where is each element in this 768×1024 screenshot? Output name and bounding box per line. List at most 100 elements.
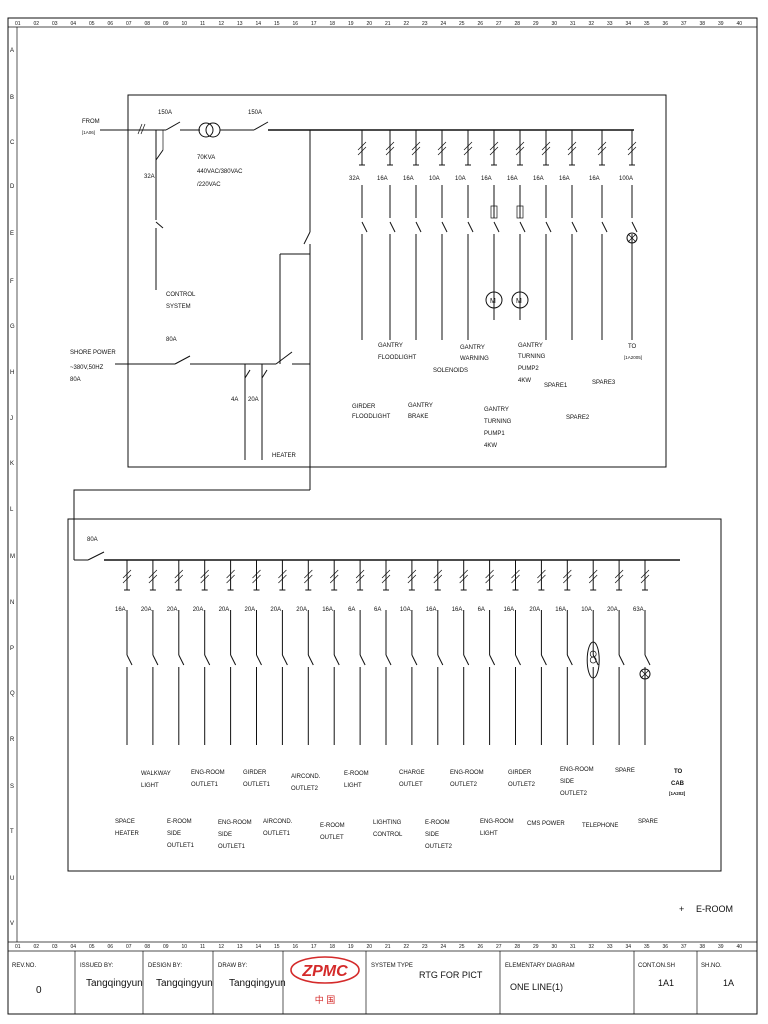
column-number: 27 — [496, 21, 502, 27]
column-number: 06 — [108, 944, 114, 950]
breaker-tick — [597, 146, 607, 156]
feeder-switch — [415, 221, 422, 233]
eng-room-outlet2-label-1: ENG-ROOM — [450, 770, 484, 776]
column-number: 36 — [663, 21, 669, 27]
walkway-light-label-2: LIGHT — [141, 783, 159, 789]
eng-room-outlet1-label-1: ENG-ROOM — [191, 770, 225, 776]
girder-floodlight-label-2: FLOODLIGHT — [352, 414, 391, 420]
breaker-tick — [329, 569, 339, 579]
feeder-rating: 100A — [619, 176, 633, 182]
transformer-primary-symbol — [198, 122, 214, 138]
to-cab-ref: [1A202] — [669, 791, 686, 796]
changeover-switch — [275, 351, 293, 365]
column-number: 30 — [552, 944, 558, 950]
motor-label: M — [516, 298, 522, 305]
column-number: 31 — [570, 944, 576, 950]
feeder-rating: 16A — [322, 607, 333, 613]
lower-panel-frame — [67, 518, 722, 872]
column-number: 32 — [589, 21, 595, 27]
feeder-switch — [204, 654, 211, 666]
spare-bottom-label: SPARE — [638, 819, 658, 825]
shore-power-line-2: ~380V,50HZ — [70, 365, 104, 371]
main-breaker-1-rating: 150A — [158, 110, 172, 116]
column-number: 38 — [700, 944, 706, 950]
breaker-tick — [463, 146, 473, 156]
column-number: 02 — [34, 21, 40, 27]
column-number: 33 — [607, 944, 613, 950]
cms-power-label: CMS POWER — [527, 821, 565, 827]
column-number: 20 — [367, 944, 373, 950]
elementary-diagram-value: ONE LINE(1) — [510, 982, 563, 992]
control-label-1: CONTROL — [166, 292, 196, 298]
column-number: 04 — [71, 21, 77, 27]
column-number: 28 — [515, 21, 521, 27]
breaker-tick — [627, 141, 637, 151]
breaker-tick — [329, 574, 339, 584]
sh-no-label: SH.NO. — [701, 963, 722, 969]
breaker-tick — [122, 574, 132, 584]
inter-panel-link — [73, 489, 310, 560]
eng-room-side-outlet1-label-3: OUTLET1 — [218, 844, 246, 850]
column-number: 18 — [330, 944, 336, 950]
row-letter: M — [10, 554, 15, 560]
breaker-tick — [357, 141, 367, 151]
column-number: 15 — [274, 21, 280, 27]
breaker-tick — [407, 574, 417, 584]
row-letter: H — [10, 370, 14, 376]
sub-breaker-4a-rating: 4A — [231, 397, 238, 403]
feeder-rating: 20A — [296, 607, 307, 613]
column-number: 34 — [626, 21, 632, 27]
column-number: 01 — [15, 21, 21, 27]
column-number: 38 — [700, 21, 706, 27]
aircond-outlet1-label-2: OUTLET1 — [263, 831, 291, 837]
location-marker: + — [679, 904, 684, 914]
breaker-tick — [355, 569, 365, 579]
eng-room-side-outlet2-label-3: OUTLET2 — [560, 791, 588, 797]
gantry-brake-label-1: GANTRY — [408, 403, 433, 409]
incomer-breaker-symbol — [87, 551, 105, 561]
girder-outlet2-label-2: OUTLET2 — [508, 782, 536, 788]
logo-ellipse — [290, 956, 360, 984]
column-number: 24 — [441, 21, 447, 27]
feeder-rating: 16A — [377, 176, 388, 182]
issued-by-value: Tangqingyun — [86, 978, 143, 989]
telephone-label: TELEPHONE — [582, 823, 618, 829]
feeder-rating: 20A — [529, 607, 540, 613]
feeder-switch — [281, 654, 288, 666]
breaker-tick — [385, 146, 395, 156]
cont-on-sh-value: 1A1 — [658, 978, 674, 988]
row-letter: D — [10, 184, 15, 190]
row-letter: N — [10, 600, 14, 606]
breaker-tick — [148, 574, 158, 584]
column-number: 40 — [737, 21, 743, 27]
feeder-rating: 20A — [167, 607, 178, 613]
transformer-line-3: /220VAC — [197, 182, 221, 188]
breaker-tick — [407, 569, 417, 579]
e-room-light-label-2: LIGHT — [344, 783, 362, 789]
girder-outlet1-label-2: OUTLET1 — [243, 782, 271, 788]
breaker-tick — [541, 141, 551, 151]
gantry-floodlight-label-2: FLOODLIGHT — [378, 355, 417, 361]
breaker-tick — [278, 574, 287, 584]
column-number: 28 — [515, 944, 521, 950]
e-room-side-outlet2-label-2: SIDE — [425, 832, 439, 838]
column-number: 25 — [459, 21, 465, 27]
column-number: 07 — [126, 21, 132, 27]
logo-subtext: 中 国 — [315, 994, 336, 1005]
column-number: 01 — [15, 944, 21, 950]
feeder-rating: 20A — [141, 607, 152, 613]
spare1-label: SPARE1 — [544, 383, 568, 389]
breaker-tick — [485, 569, 494, 579]
column-number: 13 — [237, 944, 243, 950]
column-number: 31 — [570, 21, 576, 27]
feeder-switch — [545, 221, 552, 233]
breaker-tick — [226, 569, 235, 579]
breaker-tick — [597, 141, 607, 151]
breaker-tick — [614, 569, 624, 579]
column-number: 21 — [385, 21, 391, 27]
space-heater-label-1: SPACE — [115, 819, 135, 825]
lamp-symbol — [639, 668, 651, 680]
column-number: 23 — [422, 21, 428, 27]
overload-relay-symbol — [516, 205, 524, 219]
